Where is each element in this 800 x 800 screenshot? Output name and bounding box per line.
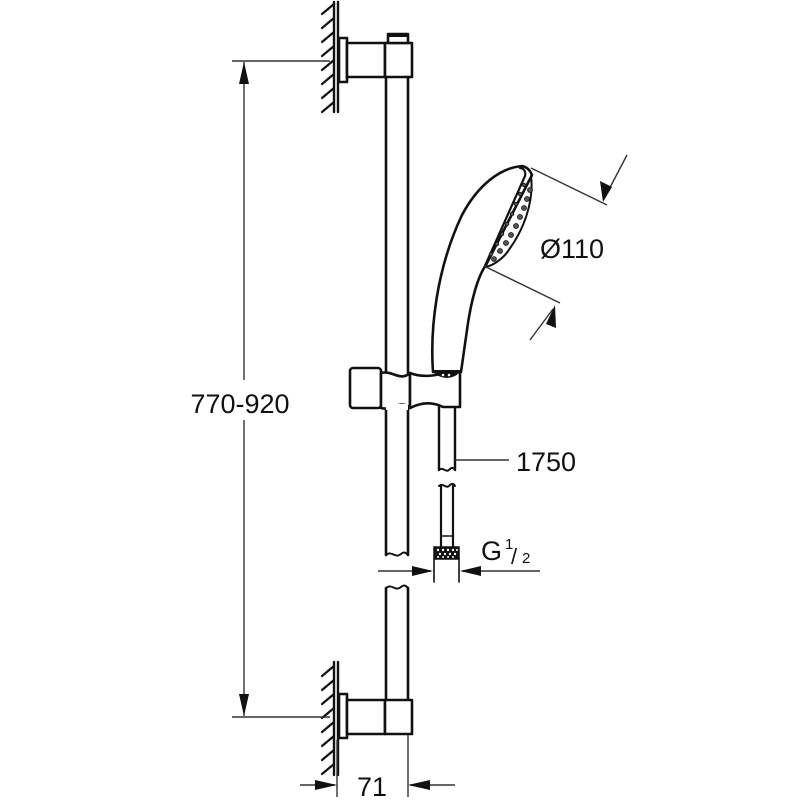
dimension-rail-height [232, 60, 330, 718]
dimension-connection-thread [378, 566, 540, 576]
knurled-nut-icon [433, 546, 460, 583]
wall-bottom-hatch-icon [320, 660, 340, 777]
hose [437, 405, 457, 549]
head-diameter-label: Ø110 [540, 234, 604, 264]
wall-projection-label: 71 [357, 772, 387, 800]
rail [384, 75, 410, 702]
wall-top-hatch-icon [320, 0, 340, 114]
thread-label-slash: / [511, 544, 518, 569]
dimension-head-diameter [483, 154, 628, 341]
hand-shower-icon [430, 164, 534, 378]
thread-label-numerator: 1 [505, 536, 513, 553]
slider-bracket-icon [348, 366, 462, 410]
rail-height-label: 770-920 [190, 389, 289, 419]
dimension-wall-projection [300, 735, 455, 797]
hose-length-label: 1750 [516, 447, 576, 477]
thread-label-denominator: 2 [522, 550, 530, 567]
thread-label-g: G [481, 536, 502, 566]
top-wall-bracket [337, 32, 414, 84]
bottom-wall-bracket [337, 692, 414, 740]
